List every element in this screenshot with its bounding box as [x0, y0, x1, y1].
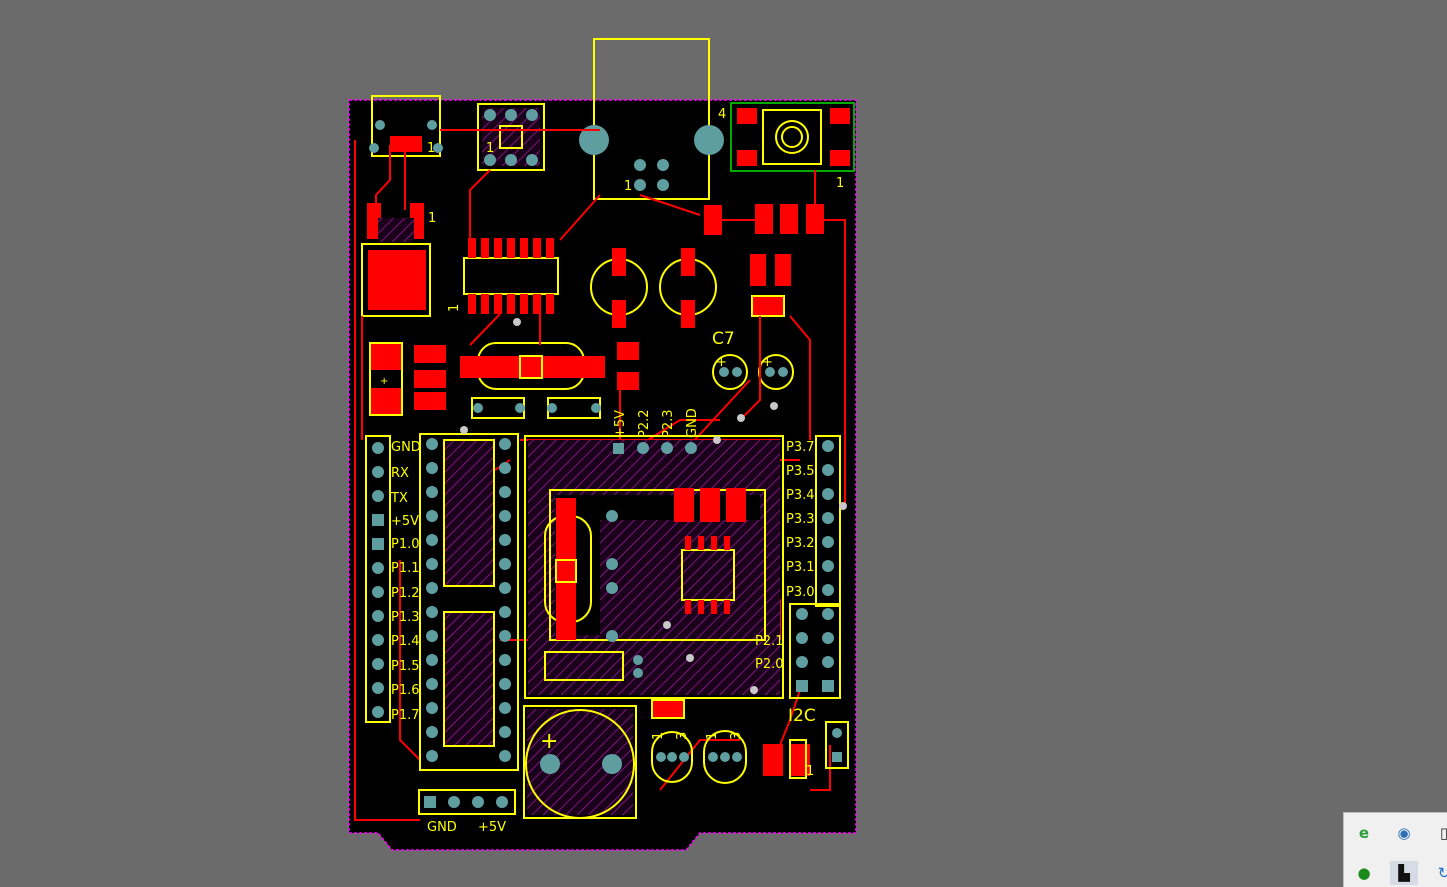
q2-pin-three: 3	[729, 732, 744, 740]
vias	[460, 318, 847, 694]
device-icon[interactable]: ▯	[1439, 824, 1447, 842]
svg-text:P1.7: P1.7	[391, 708, 420, 723]
svg-text:RX: RX	[391, 466, 409, 481]
power-5v-label: +5V	[478, 820, 506, 835]
svg-text:P1.4: P1.4	[391, 634, 420, 649]
q2-pin-one: 1	[705, 732, 720, 740]
svg-text:+5V: +5V	[391, 514, 419, 529]
svg-text:GND: GND	[685, 408, 700, 438]
svg-text:P3.2: P3.2	[786, 536, 815, 551]
miniusb-pin-one: 1	[427, 141, 435, 156]
switch-pin-one: 1	[836, 176, 844, 191]
svg-text:P1.2: P1.2	[391, 586, 420, 601]
usb-pin-four: 4	[718, 107, 726, 122]
usb-pin-one: 1	[624, 179, 632, 194]
globe-icon[interactable]: ◉	[1397, 824, 1411, 842]
usb-mount-right	[694, 125, 724, 155]
svg-text:+5V: +5V	[613, 410, 628, 438]
right-header-pins	[822, 440, 834, 596]
svg-text:GND: GND	[391, 440, 421, 455]
smd-pin-one: 1	[806, 764, 814, 779]
app-icon[interactable]: ▙	[1390, 861, 1418, 885]
svg-text:P3.0: P3.0	[786, 585, 815, 600]
tant-plus: +	[380, 376, 388, 387]
i2c-label: I2C	[788, 706, 816, 726]
p20-label: P2.0	[755, 657, 784, 672]
c7-plus: +	[716, 355, 727, 370]
top-header-labels: +5V P2.2 P2.3 GND	[613, 408, 700, 438]
reg-pin-one: 1	[428, 211, 436, 226]
svg-text:P1.5: P1.5	[391, 659, 420, 674]
left-header-labels: GND RX TX +5V P1.0 P1.1 P1.2 P1.3 P1.4 P…	[390, 440, 421, 723]
ie-icon[interactable]: e	[1358, 824, 1370, 842]
soic-pads	[468, 238, 554, 314]
dip-pins	[426, 438, 511, 762]
system-tray: e ◉ ▯ ● ▙ ↻	[1343, 812, 1447, 887]
svg-text:P3.7: P3.7	[786, 440, 815, 455]
svg-text:P1.6: P1.6	[391, 683, 420, 698]
q1-pin-three: 3	[675, 732, 690, 740]
p21-label: P2.1	[755, 634, 784, 649]
svg-text:P2.2: P2.2	[637, 409, 652, 438]
svg-text:TX: TX	[390, 491, 408, 506]
buzzer-plus: +	[540, 729, 558, 754]
soic-pin-one: 1	[447, 304, 462, 312]
left-header-pins	[372, 442, 384, 718]
q1-pin-one: 1	[651, 732, 666, 740]
svg-text:P3.1: P3.1	[786, 560, 815, 575]
power-gnd-label: GND	[427, 820, 457, 835]
svg-text:P3.4: P3.4	[786, 488, 815, 503]
svg-text:P1.0: P1.0	[391, 537, 420, 552]
svg-text:P1.1: P1.1	[391, 561, 420, 576]
c7-label: C7	[712, 329, 735, 349]
sync-icon[interactable]: ↻	[1437, 864, 1447, 882]
right-header-labels: P3.7 P3.5 P3.4 P3.3 P3.2 P3.1 P3.0	[786, 440, 815, 600]
svg-text:P3.5: P3.5	[786, 464, 815, 479]
svg-text:P3.3: P3.3	[786, 512, 815, 527]
record-icon[interactable]: ●	[1357, 864, 1371, 882]
svg-text:P2.3: P2.3	[661, 409, 676, 438]
conn6-pin-one: 1	[486, 141, 494, 156]
usb-mount-left	[579, 125, 609, 155]
c8-plus: +	[762, 355, 773, 370]
svg-text:P1.3: P1.3	[391, 610, 420, 625]
